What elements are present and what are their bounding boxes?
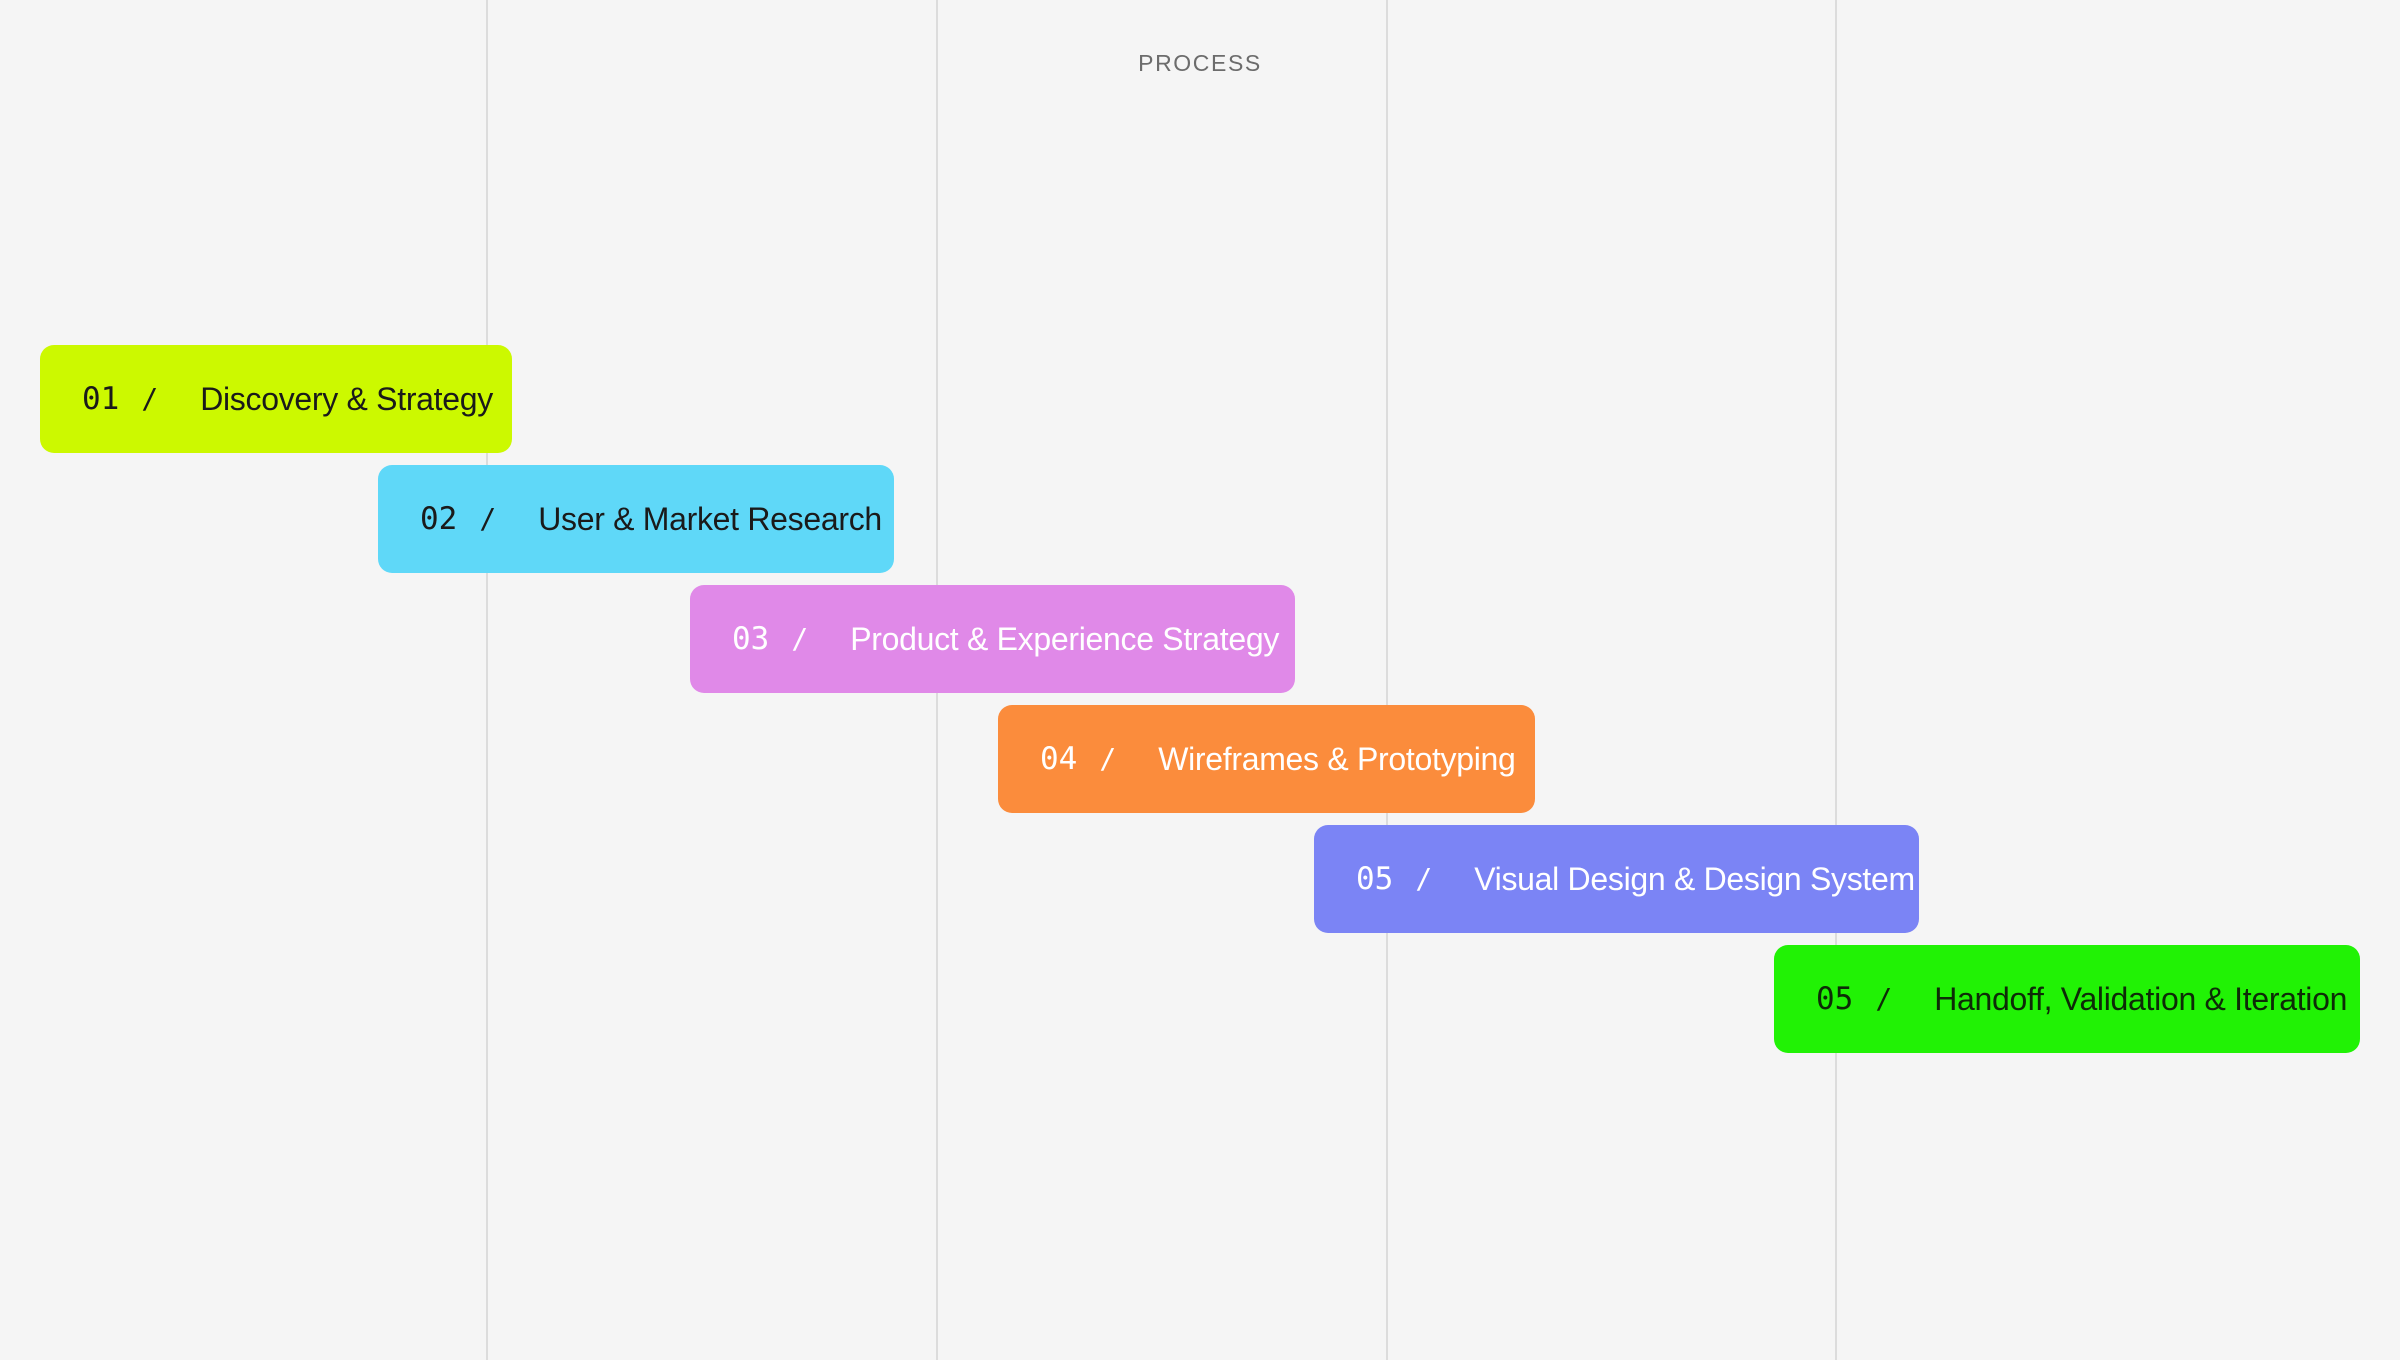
phase-title: User & Market Research: [538, 501, 882, 537]
phase-title: Visual Design & Design System: [1474, 861, 1915, 897]
phase-separator: /: [141, 382, 159, 415]
phase-bar[interactable]: 01 / Discovery & Strategy: [40, 345, 512, 453]
phase-separator: /: [791, 622, 809, 655]
phase-index: 02: [420, 500, 458, 537]
phase-index: 05: [1356, 860, 1394, 897]
phase-title: Handoff, Validation & Iteration: [1934, 981, 2348, 1017]
phase-bar[interactable]: 05 / Handoff, Validation & Iteration: [1774, 945, 2360, 1053]
phase-separator: /: [1415, 862, 1433, 895]
phase-separator: /: [1875, 982, 1893, 1015]
phase-bar[interactable]: 05 / Visual Design & Design System: [1314, 825, 1919, 933]
phase-title: Wireframes & Prototyping: [1158, 741, 1516, 777]
phase-title: Product & Experience Strategy: [850, 621, 1280, 657]
phase-index: 04: [1040, 740, 1078, 777]
phase-separator: /: [479, 502, 497, 535]
phase-bar[interactable]: 02 / User & Market Research: [378, 465, 894, 573]
phase-bar[interactable]: 03 / Product & Experience Strategy: [690, 585, 1295, 693]
phase-title: Discovery & Strategy: [200, 381, 493, 417]
phase-index: 03: [732, 620, 770, 657]
phase-separator: /: [1099, 742, 1117, 775]
phase-bar[interactable]: 04 / Wireframes & Prototyping: [998, 705, 1535, 813]
phase-index: 05: [1816, 980, 1854, 1017]
page-title: PROCESS: [1138, 50, 1262, 76]
phase-index: 01: [82, 380, 120, 417]
